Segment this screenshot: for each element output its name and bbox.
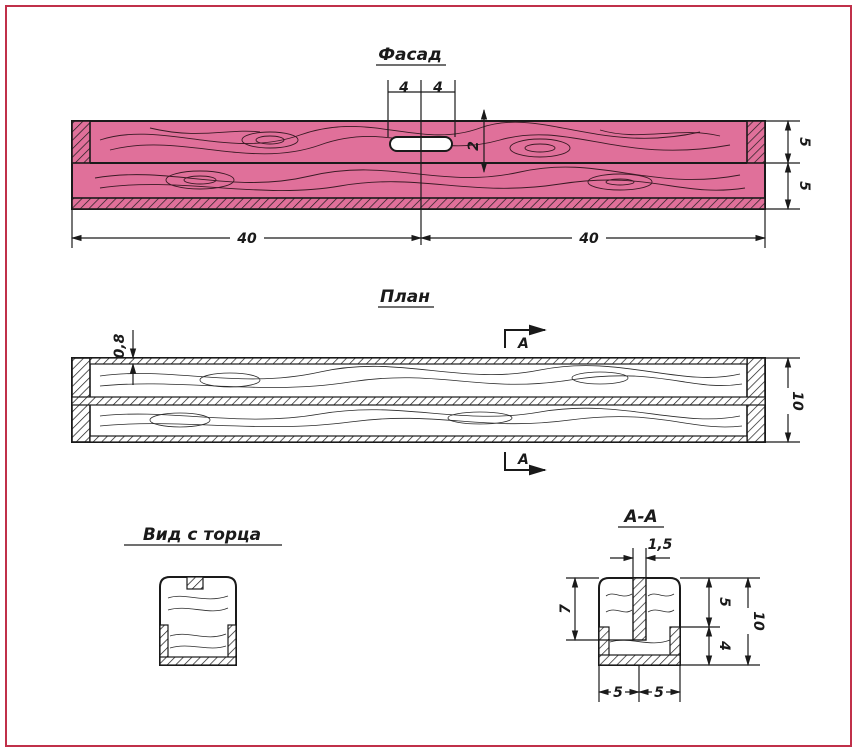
section-dim-slot: 1,5 bbox=[648, 537, 673, 553]
end-view-title: Вид с торца bbox=[143, 525, 261, 545]
section-dim-right-lower: 4 bbox=[716, 640, 732, 651]
section-dim-bottom-right: 5 bbox=[654, 685, 664, 701]
facade-dim-right-span: 40 bbox=[578, 231, 599, 247]
facade-dim-left-span: 40 bbox=[236, 231, 257, 247]
section-dim-left-height: 7 bbox=[558, 604, 574, 614]
plan-section-mark-bottom: A bbox=[517, 452, 529, 468]
facade-dim-bottom-right: 5 bbox=[796, 181, 812, 191]
end-view: Вид с торца bbox=[124, 525, 282, 666]
section-dim-right-upper: 5 bbox=[716, 597, 732, 607]
facade-view: Фасад 4 4 bbox=[70, 45, 812, 248]
facade-dim-slot-right: 4 bbox=[432, 80, 443, 96]
facade-dim-top-right: 5 bbox=[796, 137, 812, 147]
facade-left-end bbox=[71, 120, 91, 164]
section-view: А-А 1,5 7 5 4 10 bbox=[558, 507, 766, 702]
facade-title: Фасад bbox=[378, 45, 442, 65]
section-dim-bottom-left: 5 bbox=[613, 685, 623, 701]
facade-bottom-strip bbox=[71, 197, 766, 210]
plan-title: План bbox=[380, 287, 430, 307]
facade-dim-slot-left: 4 bbox=[398, 80, 409, 96]
plan-section-mark-top: A bbox=[517, 336, 529, 352]
facade-right-end bbox=[746, 120, 766, 164]
end-view-body bbox=[159, 576, 237, 666]
section-title: А-А bbox=[622, 507, 657, 527]
plan-dim-width: 10 bbox=[789, 391, 805, 411]
facade-dim-slot-height: 2 bbox=[466, 141, 482, 151]
plan-dim-thickness: 0,8 bbox=[112, 333, 128, 358]
facade-body bbox=[71, 120, 766, 210]
plan-view: План 0,8 10 A A bbox=[71, 287, 805, 476]
section-dim-total-height: 10 bbox=[750, 611, 766, 631]
